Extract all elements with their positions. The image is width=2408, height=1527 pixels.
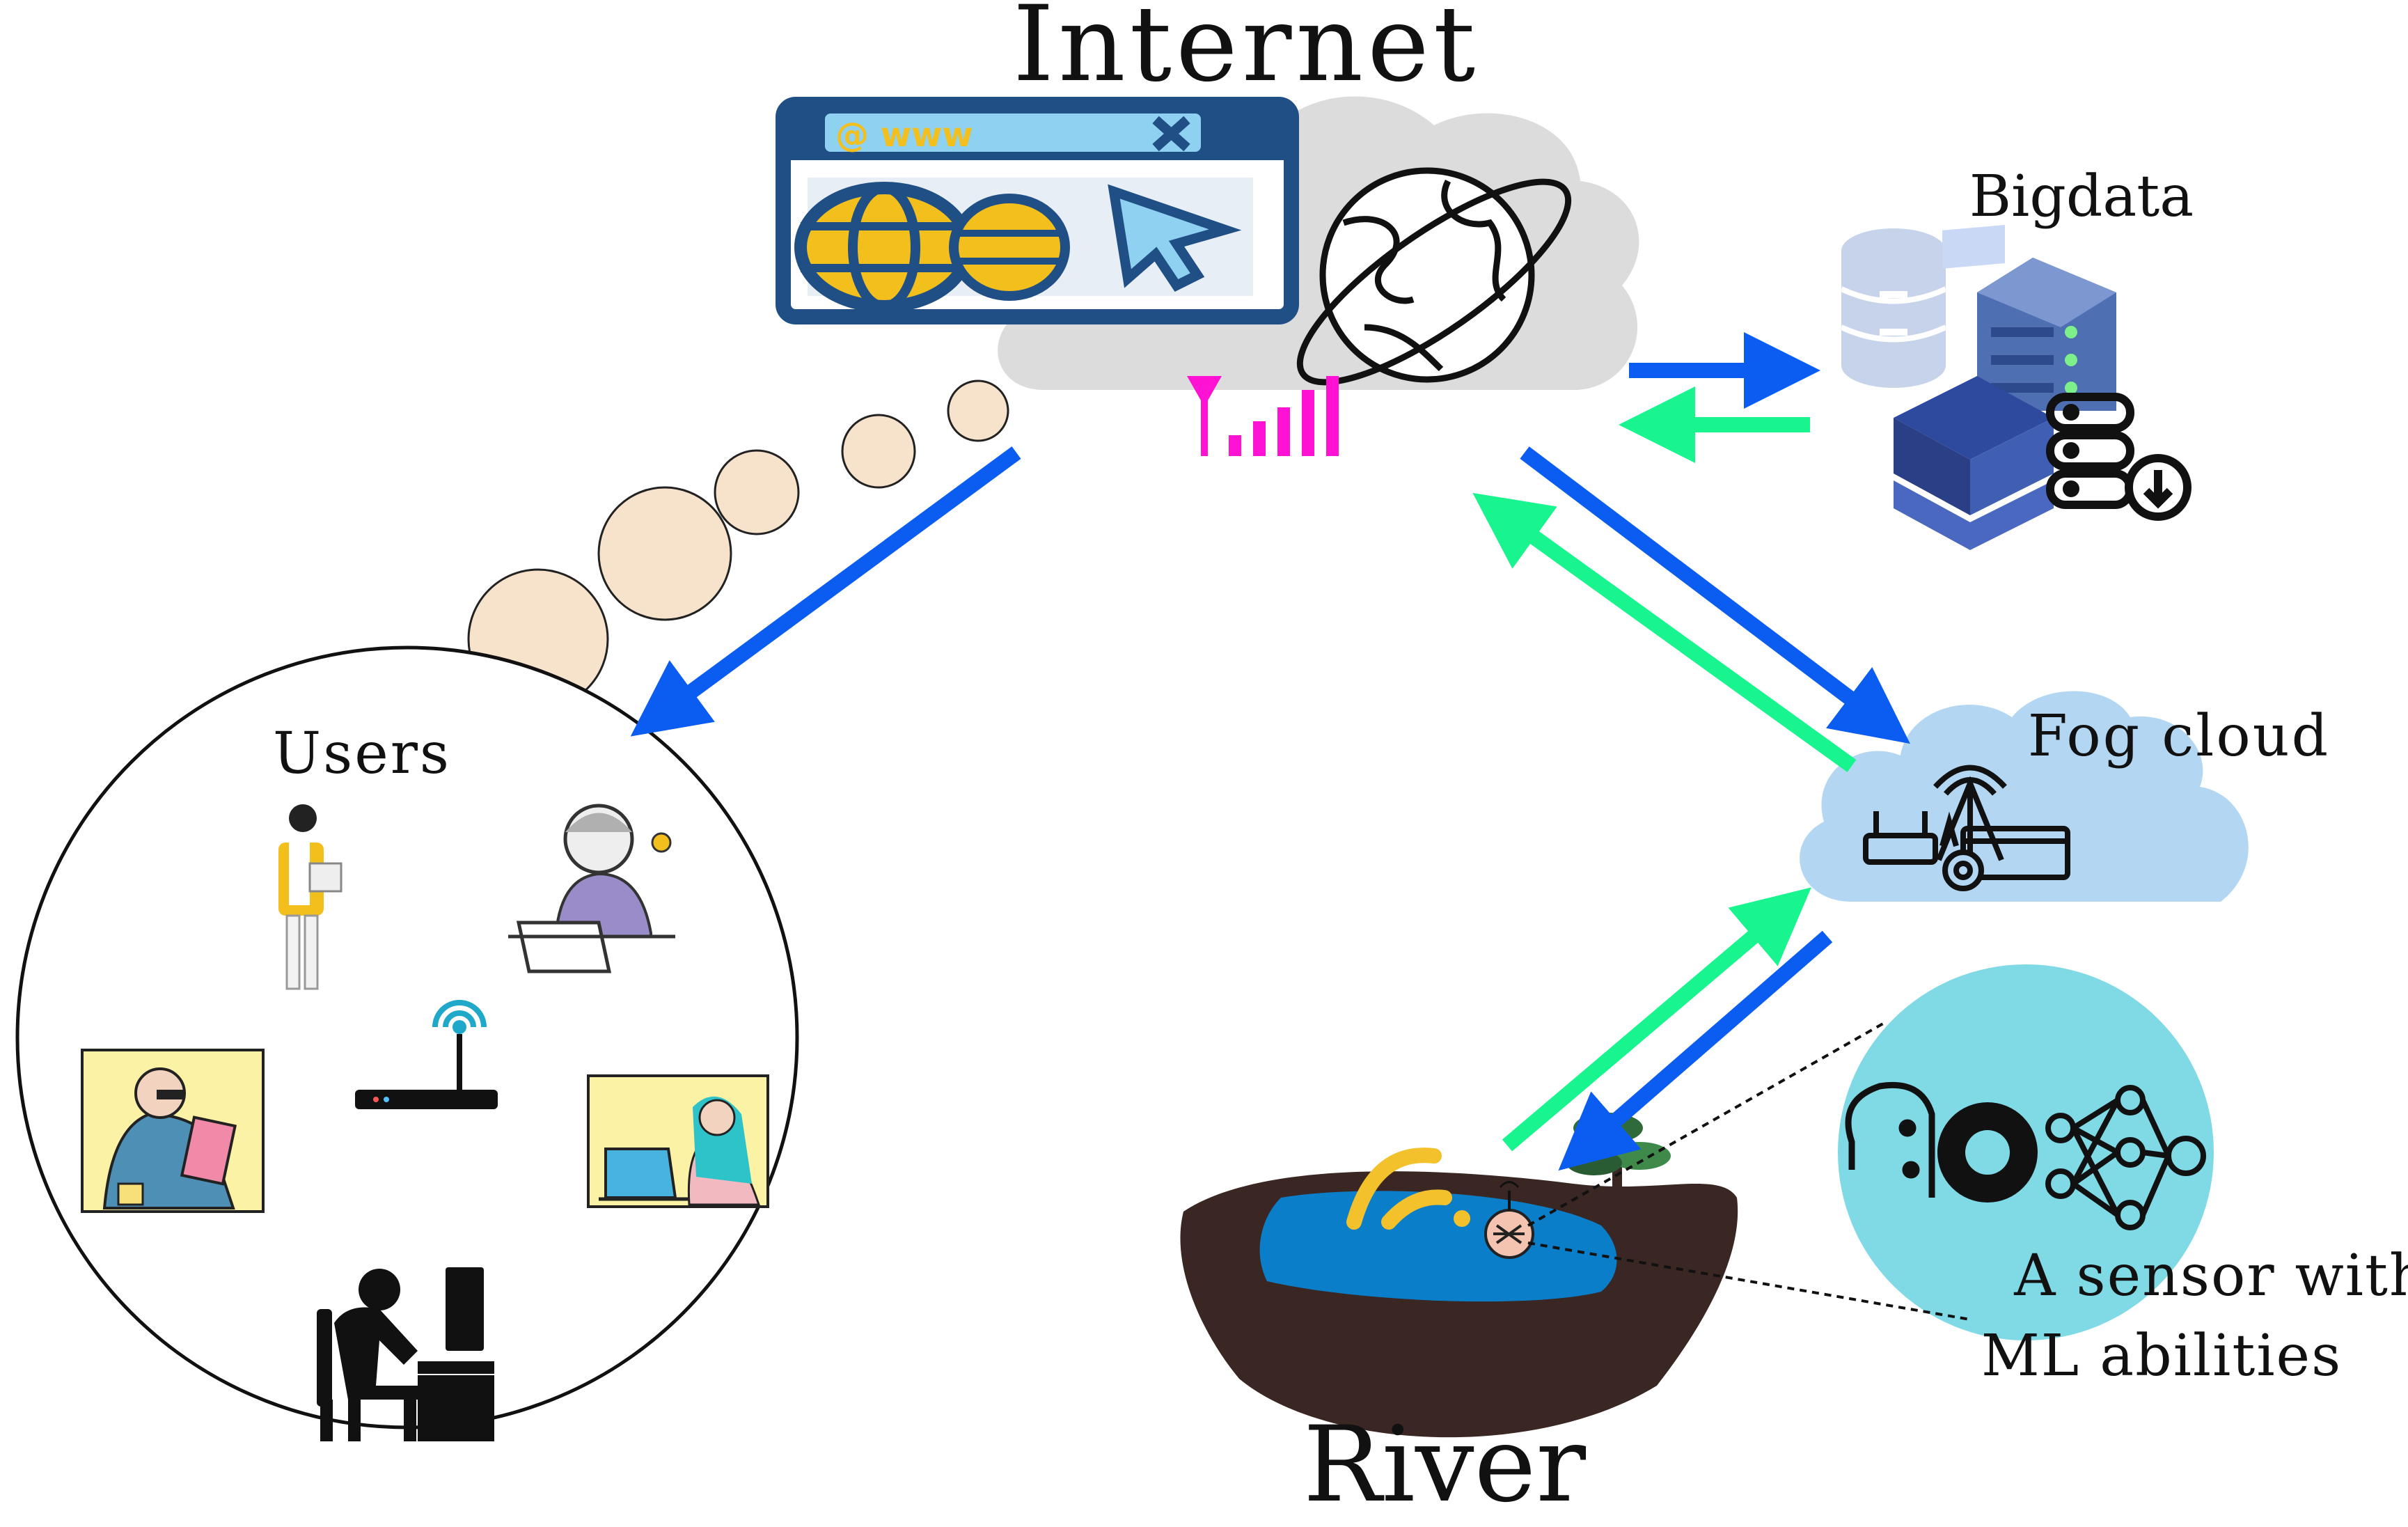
- browser-icon: @ www: [776, 97, 1299, 324]
- browser-globe-icon: [794, 182, 1070, 313]
- signal-tower-icon: [1187, 376, 1339, 456]
- river-to-fog-arrow: [1502, 887, 1811, 1152]
- sensor-pointer-lines: [1527, 1022, 1971, 1321]
- sensor-label-line2: ML abilities: [1981, 1323, 2342, 1389]
- download-server-icon: [2046, 393, 2191, 521]
- globe-icon: [1296, 167, 1572, 386]
- fog-to-river-arrow: [1558, 930, 1833, 1171]
- ml-brain-icon: [1845, 1081, 1935, 1198]
- fog-cloud-label: Fog cloud: [2028, 703, 2330, 769]
- laptop-user-icon: [508, 804, 675, 973]
- neural-network-icon: [2045, 1085, 2206, 1230]
- server-icon: [1977, 258, 2116, 411]
- reading-user-card: [81, 1049, 265, 1213]
- gear-icon: [1937, 1102, 2038, 1203]
- phone-user-card: [587, 1074, 769, 1208]
- cursor-icon: [1108, 184, 1242, 292]
- browser-address: @ www: [835, 116, 973, 155]
- internet-title: Internet: [1013, 0, 1479, 105]
- server-stack-icon: [1894, 225, 2054, 550]
- internet-to-users-arrow: [630, 446, 1021, 737]
- river-scene: [1180, 1113, 1738, 1438]
- internet-to-fog-arrow: [1520, 446, 1910, 744]
- flow-arrows: [630, 332, 1910, 1171]
- sensor-node-icon: [1484, 1181, 1534, 1259]
- thought-bubbles: [467, 379, 1009, 710]
- wifi-router-icon: [355, 1000, 498, 1109]
- router-icon: [1863, 765, 2070, 891]
- users-label: Users: [273, 721, 451, 787]
- standing-user-icon: [278, 804, 343, 990]
- desk-worker-icon: [317, 1267, 494, 1441]
- fog-to-internet-arrow: [1472, 492, 1857, 772]
- database-icon: [1840, 228, 1947, 388]
- fog-cloud: [1800, 691, 2249, 902]
- wifi-icon: [1346, 1148, 1470, 1230]
- sensor-label-line1: A sensor with: [2013, 1243, 2408, 1309]
- bigdata-label: Bigdata: [1969, 164, 2194, 230]
- river-label: River: [1303, 1404, 1586, 1526]
- close-icon: [1152, 116, 1190, 152]
